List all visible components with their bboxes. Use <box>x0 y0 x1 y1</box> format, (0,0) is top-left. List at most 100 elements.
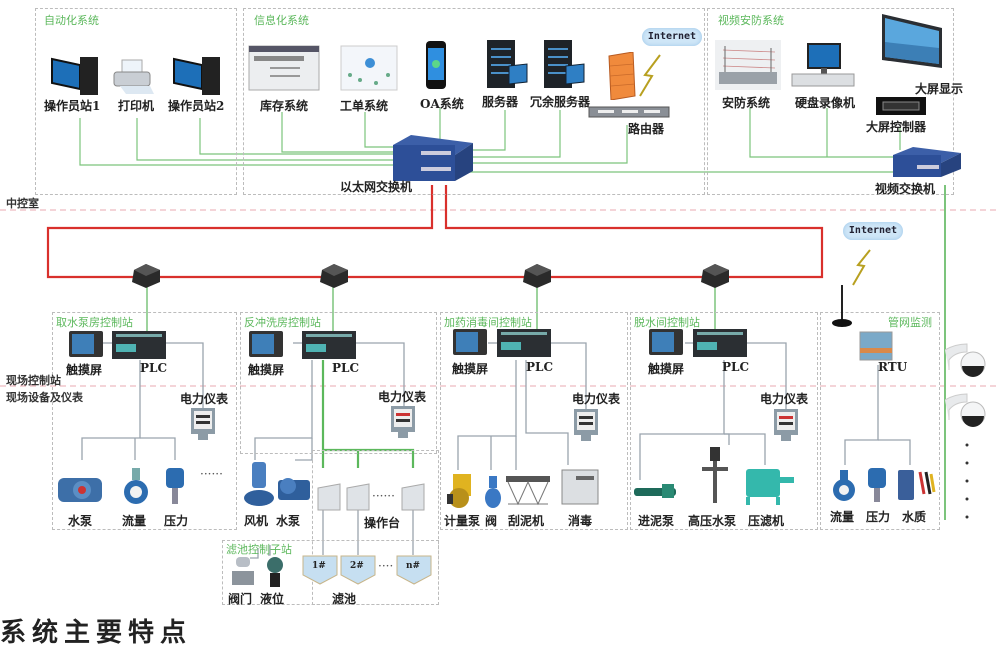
more-consoles-ellipsis: ······ <box>372 489 395 503</box>
device-label: 阀 <box>485 514 498 528</box>
device-label: 高压水泵 <box>688 514 737 528</box>
water-quality-analyzer-icon <box>898 470 936 500</box>
touchscreen-icon <box>249 331 283 357</box>
plc-label: PLC <box>526 360 554 374</box>
filter-pool-icon <box>302 555 338 585</box>
automation-system-box <box>35 8 237 195</box>
water-pump-icon <box>58 478 102 502</box>
filter-pool-icon <box>396 555 432 585</box>
touchscreen-icon <box>453 329 487 355</box>
device-label: 阀门 <box>228 592 253 606</box>
wireless-bolt-icon <box>639 54 661 97</box>
oa-system-label: OA系统 <box>420 97 464 111</box>
station-4-box <box>630 312 818 530</box>
automation-system-title: 自动化系统 <box>44 14 99 27</box>
router-label: 路由器 <box>628 122 665 136</box>
pool-n-label: n# <box>406 561 421 571</box>
power-meter-icon <box>774 409 798 441</box>
flowmeter-icon <box>833 470 855 501</box>
station-2-box <box>240 312 437 454</box>
link-op1 <box>79 118 395 166</box>
pressure-sensor-icon <box>166 468 184 504</box>
dvr-label: 硬盘录像机 <box>795 96 856 110</box>
touchscreen-label: 触摸屏 <box>248 363 285 377</box>
zone-field-station: 现场控制站 <box>6 374 61 387</box>
ring-node-icon <box>132 264 160 288</box>
ethernet-switch-icon <box>393 135 473 181</box>
printer-icon <box>113 59 154 94</box>
link-redundant-server <box>470 110 561 158</box>
plc-label: PLC <box>140 361 168 375</box>
water-pump-icon <box>278 478 310 500</box>
link-workorder <box>364 112 395 148</box>
video-switch-label: 视频交换机 <box>875 182 936 196</box>
ring-node-icon <box>523 264 551 288</box>
video-switch-icon <box>893 147 961 177</box>
station-4-title: 脱水间控制站 <box>634 316 700 329</box>
device-label: 刮泥机 <box>508 514 545 528</box>
ptz-camera-icon <box>945 393 986 427</box>
touchscreen-label: 触摸屏 <box>452 362 489 376</box>
device-label: 水质 <box>902 510 927 524</box>
blower-icon <box>244 462 274 506</box>
zone-central-control: 中控室 <box>6 197 39 210</box>
redundant-server-icon <box>544 40 585 88</box>
control-console-icon <box>317 483 341 511</box>
screen-controller-label: 大屏控制器 <box>866 120 927 134</box>
sludge-scraper-icon <box>506 476 550 506</box>
touchscreen-icon <box>649 329 683 355</box>
fiber-ring <box>46 185 824 279</box>
work-order-system-screenshot-icon <box>340 45 398 91</box>
device-label: 压力 <box>164 514 189 528</box>
antenna-icon <box>832 285 852 327</box>
station-2-title: 反冲洗房控制站 <box>244 316 321 329</box>
information-system-title: 信息化系统 <box>254 14 309 27</box>
connection-lines: ······ ······ ···· <box>0 54 1000 573</box>
filter-pool-icon <box>340 555 376 585</box>
security-fence-icon <box>715 40 781 90</box>
internet-cloud-icon: Internet <box>642 28 702 46</box>
node-links <box>146 285 716 335</box>
station-3-title: 加药消毒间控制站 <box>444 316 532 329</box>
operator-station-2-label: 操作员站2 <box>168 99 225 113</box>
more-cameras-dots <box>965 443 969 519</box>
pool-1-label: 1# <box>312 561 326 571</box>
control-console-icon <box>346 483 370 511</box>
printer-label: 打印机 <box>118 99 155 113</box>
device-label: 液位 <box>260 592 285 606</box>
disinfection-unit-icon <box>561 469 599 505</box>
firewall-icon <box>608 52 636 100</box>
large-screen-label: 大屏显示 <box>915 82 964 96</box>
link-inventory <box>281 112 395 153</box>
device-label: 计量泵 <box>444 514 481 528</box>
power-meter-label: 电力仪表 <box>378 390 427 404</box>
station-1-title: 取水泵房控制站 <box>56 316 133 329</box>
device-label: 风机 <box>244 514 269 528</box>
link-server <box>470 110 506 151</box>
device-label: 压力 <box>866 510 891 524</box>
zone-field-equipment: 现场设备及仪表 <box>6 391 83 404</box>
filter-substation-box <box>222 540 439 605</box>
security-system-label: 安防系统 <box>722 96 771 110</box>
link-router <box>470 125 628 164</box>
section-heading: 系统主要特点 <box>0 618 193 648</box>
control-console-icon <box>401 483 425 511</box>
plc-icon <box>693 329 747 357</box>
screen-controller-icon <box>876 97 926 115</box>
server-label: 服务器 <box>482 95 519 109</box>
console-label: 操作台 <box>364 516 401 530</box>
high-pressure-pump-icon <box>702 447 728 503</box>
server-icon <box>487 40 528 88</box>
power-meter-label: 电力仪表 <box>180 392 229 406</box>
power-meter-icon <box>391 406 415 438</box>
device-label: 压滤机 <box>748 514 785 528</box>
device-label: 水泵 <box>276 514 301 528</box>
valve-icon <box>232 557 254 585</box>
pool-2-label: 2# <box>350 561 364 571</box>
plc-label: PLC <box>332 361 360 375</box>
redundant-server-label: 冗余服务器 <box>530 95 591 109</box>
plc-icon <box>497 329 551 357</box>
power-meter-icon <box>191 408 215 440</box>
touchscreen-label: 触摸屏 <box>66 363 103 377</box>
link-op2 <box>199 118 395 155</box>
